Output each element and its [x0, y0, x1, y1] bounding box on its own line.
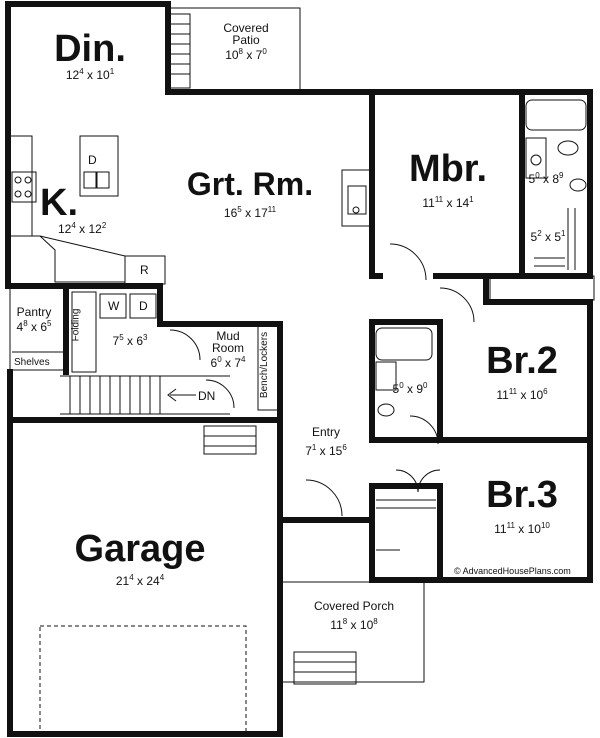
kitchen-room: K. 124 x 122	[40, 184, 140, 235]
br3-closet-rods	[376, 499, 436, 551]
great-room-dim: 165 x 1711	[223, 205, 277, 220]
laundry-dim: 75 x 63	[112, 333, 148, 348]
pantry-dim: 48 x 65	[16, 319, 52, 334]
mud-room-dim: 60 x 74	[210, 355, 246, 370]
shelves-label: Shelves	[14, 357, 50, 368]
pantry-room: Pantry 48 x 65	[6, 306, 62, 333]
laundry-room: 75 x 63	[100, 333, 160, 348]
master-name: Mbr.	[408, 148, 488, 190]
porch-dim: 118 x 108	[330, 617, 378, 632]
entry-dim: 71 x 156	[305, 443, 347, 458]
master-room: Mbr. 1111 x 141	[388, 150, 508, 209]
stairs-down-label: DN	[198, 389, 216, 403]
pantry-name: Pantry	[16, 305, 52, 319]
watermark-text: AdvancedHousePlans.com	[462, 566, 571, 576]
fridge-label: R	[140, 263, 149, 277]
bath2-toilet	[375, 361, 397, 391]
washer	[99, 293, 127, 319]
master-bath-dim: 50 x 89	[528, 171, 564, 186]
br2-name: Br.2	[486, 340, 558, 382]
master-dim: 1111 x 141	[422, 195, 474, 210]
br2-dim: 1111 x 106	[496, 387, 548, 402]
bath2-tub	[375, 327, 433, 361]
bench-label: Bench/Lockers	[259, 331, 271, 399]
fireplace	[341, 169, 373, 227]
folding-label: Folding	[70, 308, 82, 342]
porch-name: Covered Porch	[313, 599, 395, 613]
porch-room: Covered Porch 118 x 108	[292, 600, 416, 631]
bath2-dim: 50 x 90	[392, 381, 428, 396]
vanity	[525, 137, 547, 179]
patio-room: Covered Patio 108 x 70	[196, 22, 296, 61]
entry-name: Entry	[311, 425, 340, 439]
washer-label: W	[108, 299, 120, 313]
porch-steps	[293, 651, 357, 685]
kitchen-counter	[9, 135, 33, 237]
garage-name: Garage	[74, 528, 206, 570]
br3-room: Br.3 1111 x 1010	[462, 476, 582, 535]
porch-outline	[281, 581, 425, 683]
great-room: Grt. Rm. 165 x 1711	[170, 168, 330, 219]
master-tub	[525, 99, 587, 131]
master-closet-rods	[534, 208, 576, 270]
dining-dim: 124 x 101	[65, 67, 115, 82]
watermark: © AdvancedHousePlans.com	[454, 566, 571, 576]
master-closet-room: 52 x 51	[518, 229, 578, 244]
bath2-room: 50 x 90	[380, 381, 440, 396]
patio-dim: 108 x 70	[225, 47, 267, 62]
garage-steps	[203, 425, 257, 455]
dryer-label: D	[139, 299, 148, 313]
br2-room: Br.2 1111 x 106	[462, 342, 582, 401]
kitchen-name: K.	[40, 182, 78, 224]
stairs	[60, 375, 230, 415]
kitchen-island	[79, 135, 119, 197]
kitchen-dim: 124 x 122	[58, 221, 107, 236]
mud-room-name: Mud Room	[211, 329, 244, 355]
patio-name: Covered Patio	[223, 21, 269, 47]
door-swing	[389, 243, 427, 281]
copyright-icon: ©	[454, 566, 461, 576]
great-room-name: Grt. Rm.	[186, 166, 314, 202]
stove	[11, 171, 37, 203]
folding-counter	[71, 291, 97, 373]
wardrobe	[489, 275, 595, 301]
mud-room: Mud Room 60 x 74	[196, 330, 260, 369]
garage-door	[39, 625, 247, 735]
master-closet-dim: 52 x 51	[530, 229, 566, 244]
br3-name: Br.3	[486, 474, 558, 516]
garage-dim: 214 x 244	[115, 573, 165, 588]
garage-room: Garage 214 x 244	[50, 530, 230, 587]
master-bath-room: 50 x 89	[516, 171, 576, 186]
dryer	[129, 293, 157, 319]
dishwasher-label: D	[88, 153, 97, 167]
dining-room: Din. 124 x 101	[30, 30, 150, 81]
dining-name: Din.	[54, 28, 126, 70]
walls	[5, 1, 593, 737]
patio-steps	[169, 13, 191, 89]
entry-room: Entry 71 x 156	[286, 426, 366, 457]
br3-dim: 1111 x 1010	[494, 521, 550, 536]
